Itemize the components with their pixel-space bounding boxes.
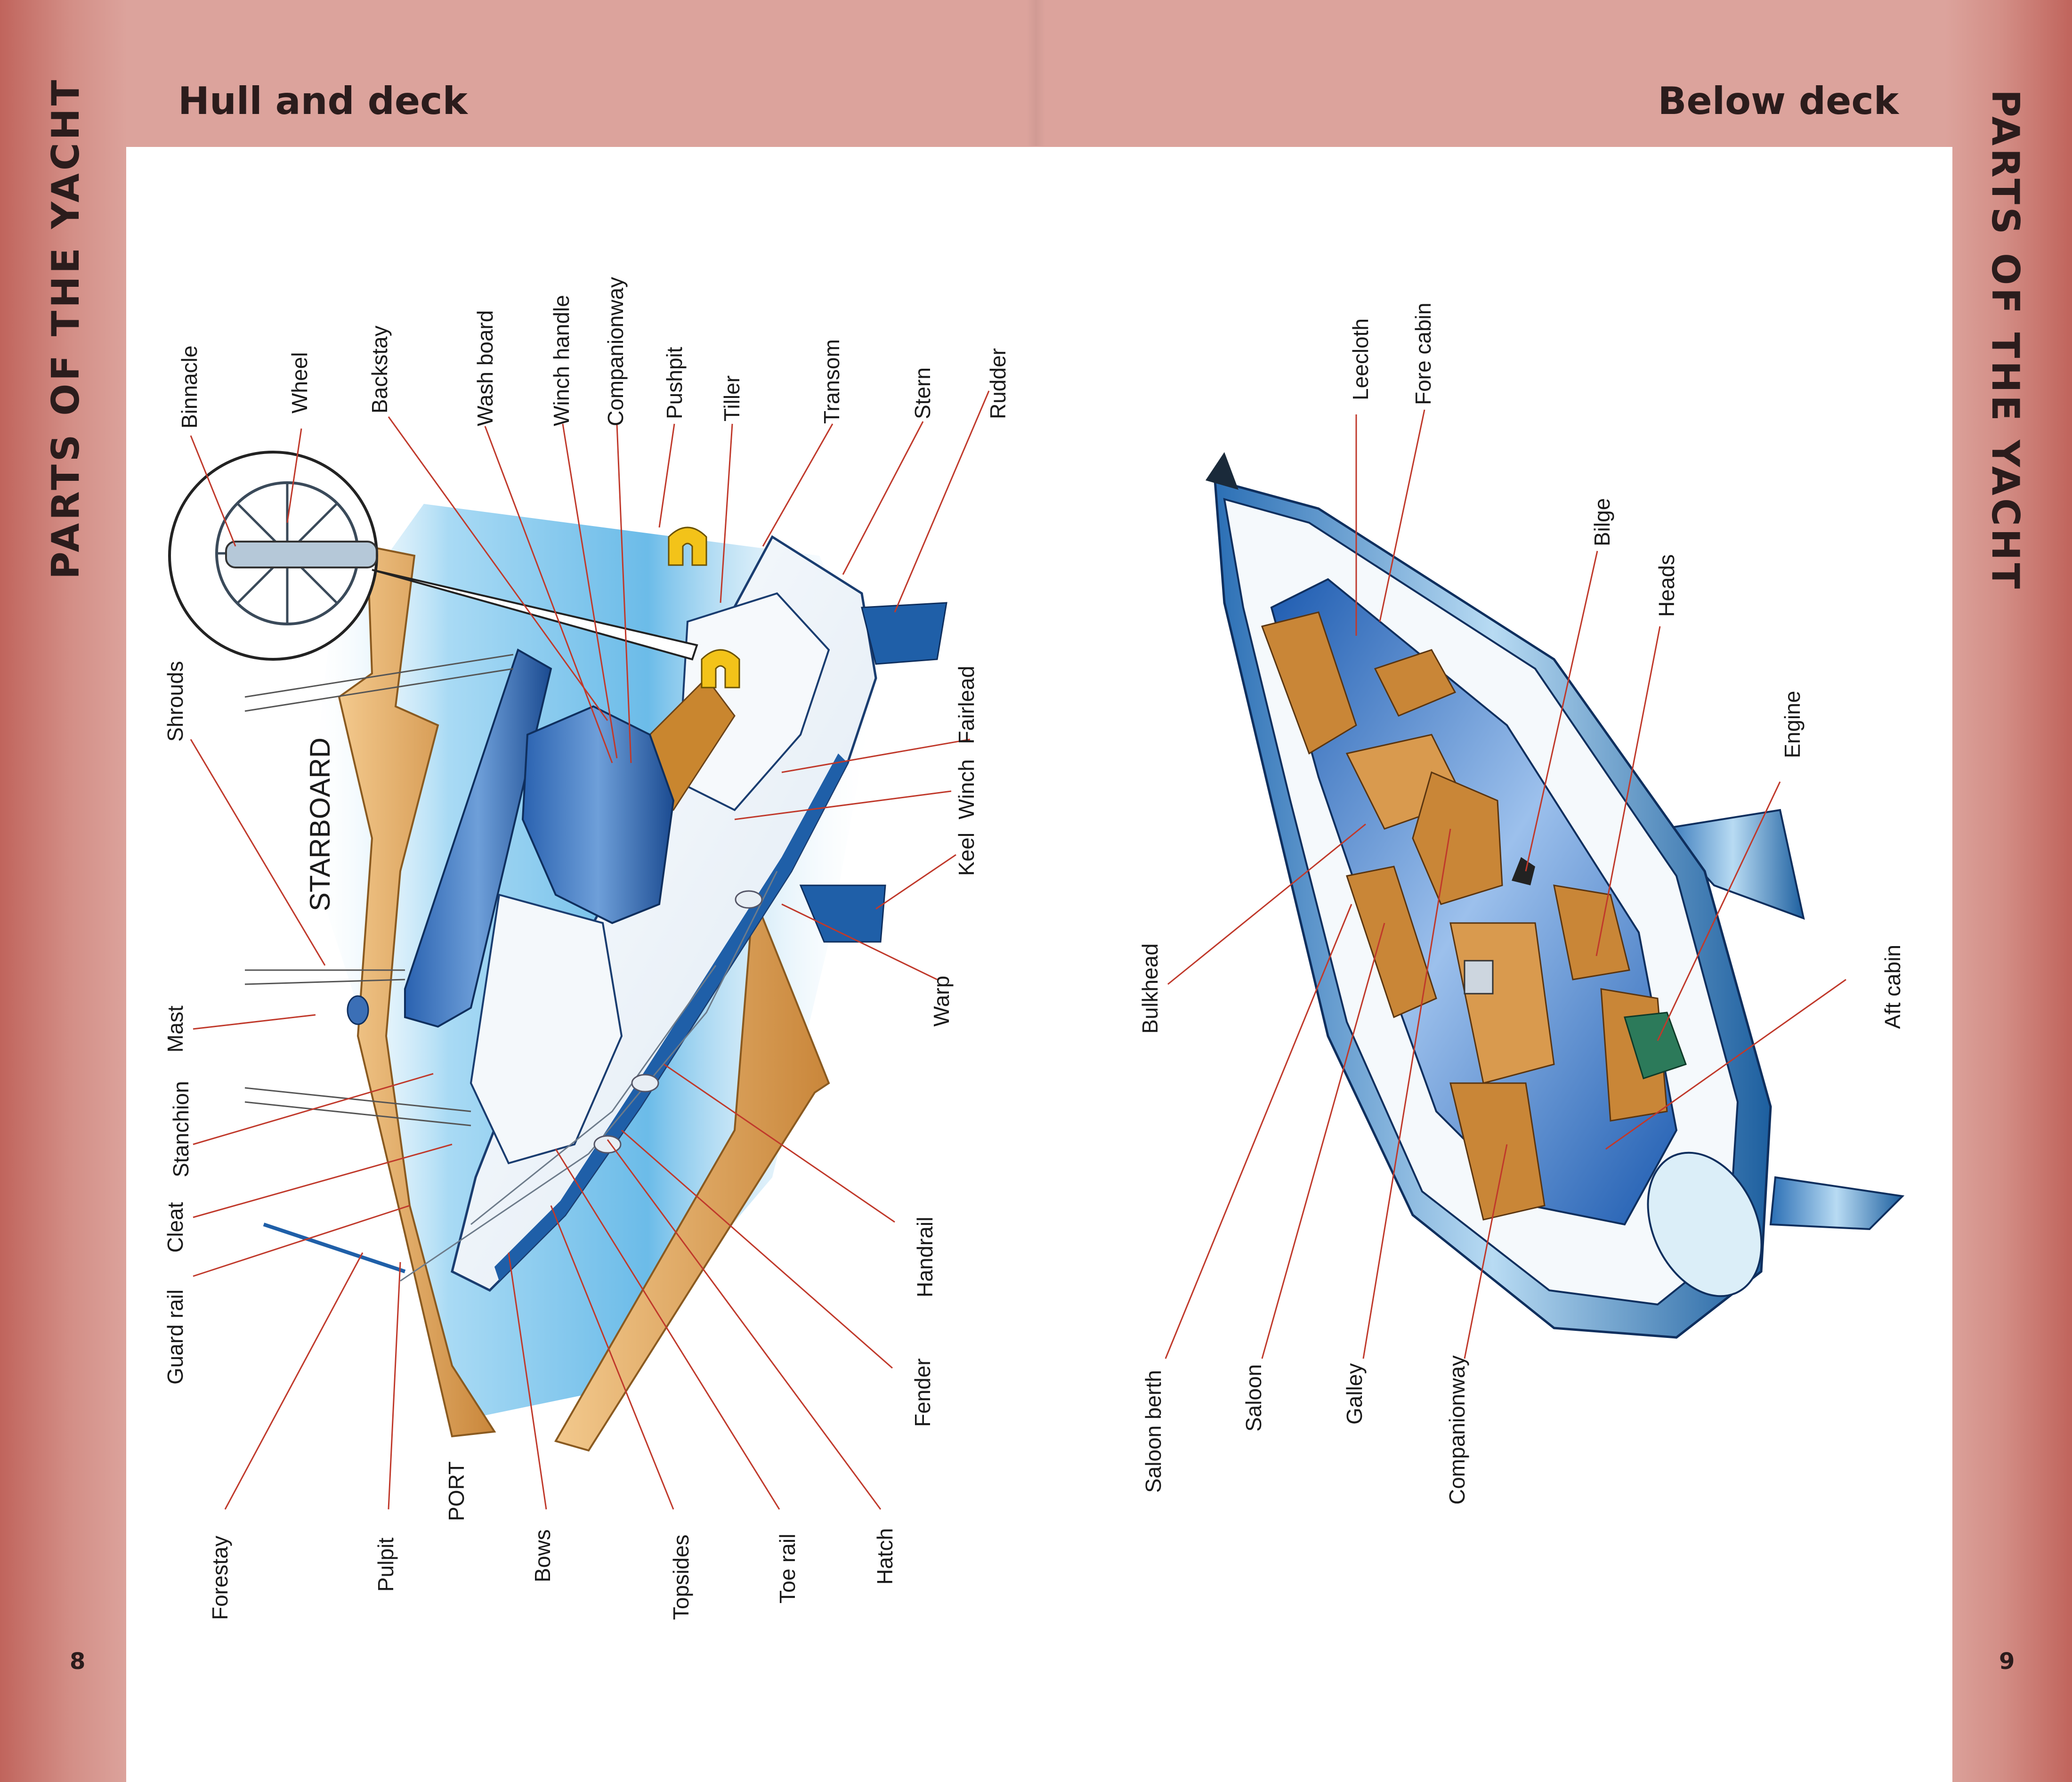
- right-page-number: 9: [1999, 1648, 2015, 1675]
- label-pulpit: Pulpit: [373, 1538, 398, 1592]
- label-cleat: Cleat: [163, 1202, 187, 1253]
- left-right-column-labels: Fairlead Winch Keel Warp Handrail Fender: [910, 666, 979, 1427]
- label-wheel: Wheel: [287, 352, 312, 413]
- left-bottom-labels: Forestay Pulpit PORT Bows Topsides Toe r…: [208, 1461, 897, 1620]
- label-winch-handle: Winch handle: [549, 295, 574, 426]
- label-fender: Fender: [910, 1358, 935, 1427]
- label-warp: Warp: [929, 976, 954, 1027]
- label-companionway-below: Companionway: [1445, 1355, 1469, 1505]
- label-transom: Transom: [819, 339, 844, 424]
- left-page-edge: [0, 0, 127, 1782]
- label-forestay: Forestay: [208, 1536, 232, 1620]
- right-page-edge: [1945, 0, 2072, 1782]
- label-wash-board: Wash board: [473, 310, 497, 426]
- label-port: PORT: [444, 1461, 469, 1521]
- label-leecloth: Leecloth: [1348, 318, 1373, 400]
- label-bilge: Bilge: [1590, 498, 1614, 546]
- label-mast: Mast: [163, 1005, 187, 1053]
- left-side-labels: Shrouds Mast Stanchion Cleat Guard rail …: [163, 661, 336, 1385]
- label-stern: Stern: [910, 367, 935, 419]
- label-rudder: Rudder: [986, 348, 1010, 419]
- label-fore-cabin: Fore cabin: [1411, 303, 1435, 405]
- label-aft-cabin: Aft cabin: [1880, 945, 1905, 1029]
- label-starboard: STARBOARD: [304, 737, 336, 911]
- right-leader-lines: [1165, 409, 1846, 1359]
- right-labels: Leecloth Fore cabin Bilge Heads Engine A…: [1138, 303, 1905, 1505]
- label-engine: Engine: [1780, 691, 1805, 758]
- label-fairlead: Fairlead: [954, 666, 979, 744]
- label-winch: Winch: [954, 759, 979, 819]
- label-saloon: Saloon: [1241, 1364, 1266, 1432]
- below-deck-illustration: [1206, 452, 1905, 1339]
- left-page-number: 8: [70, 1648, 86, 1675]
- label-saloon-berth: Saloon berth: [1141, 1370, 1166, 1493]
- label-tiller: Tiller: [720, 375, 744, 421]
- label-galley: Galley: [1342, 1363, 1367, 1425]
- label-bows: Bows: [530, 1530, 555, 1582]
- label-stanchion: Stanchion: [169, 1081, 193, 1177]
- spine-shadow: [1027, 0, 1045, 146]
- label-topsides: Topsides: [669, 1534, 693, 1620]
- label-pushpit: Pushpit: [662, 347, 687, 419]
- label-handrail: Handrail: [913, 1217, 937, 1297]
- label-binnacle: Binnacle: [177, 346, 202, 429]
- right-page-header: Below deck: [1658, 79, 1899, 123]
- label-shrouds: Shrouds: [163, 661, 187, 742]
- left-leader-lines: [190, 390, 990, 1510]
- label-hatch: Hatch: [873, 1528, 897, 1585]
- label-toe-rail: Toe rail: [775, 1534, 800, 1604]
- label-backstay: Backstay: [367, 325, 392, 413]
- label-keel: Keel: [954, 833, 979, 876]
- hull-deck-illustration: [168, 451, 947, 1452]
- label-companionway: Companionway: [603, 277, 628, 426]
- label-bulkhead: Bulkhead: [1138, 943, 1162, 1034]
- label-heads: Heads: [1654, 554, 1679, 617]
- left-top-labels: Binnacle Wheel Backstay Wash board Winch…: [177, 277, 1010, 429]
- label-guard-rail: Guard rail: [163, 1289, 187, 1385]
- left-page-header: Hull and deck: [178, 79, 468, 123]
